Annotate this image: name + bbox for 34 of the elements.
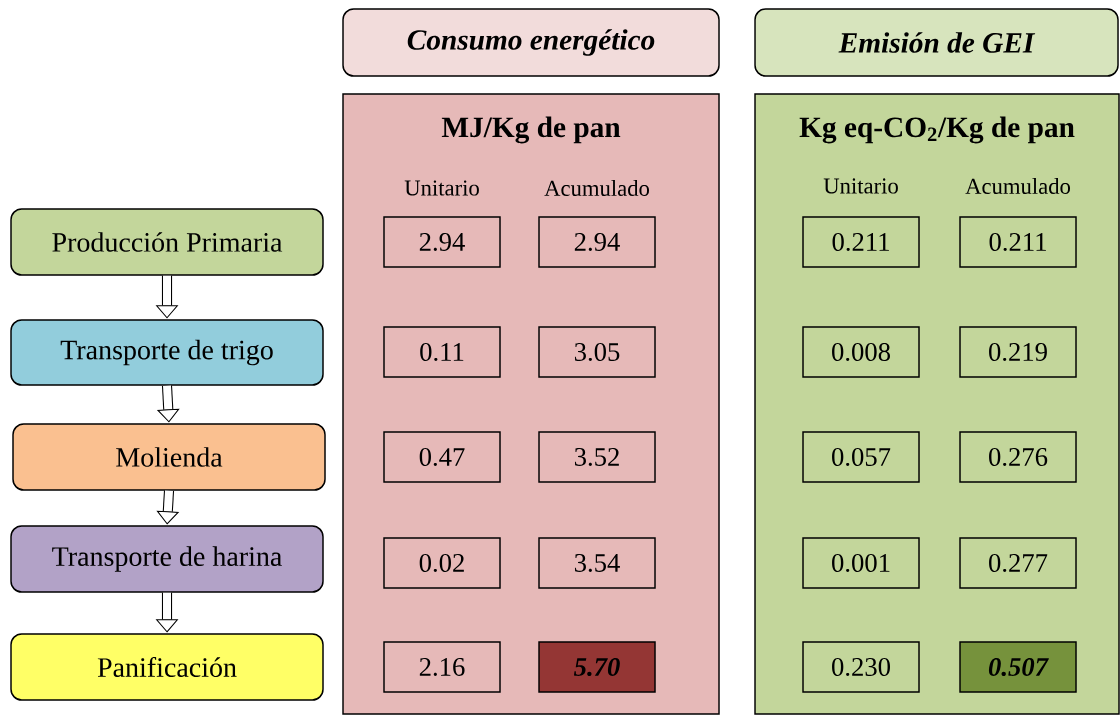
value-box: 2.94	[538, 216, 656, 268]
process-box: Transporte de trigo	[10, 319, 324, 386]
value-box: 3.52	[538, 431, 656, 483]
value-box: 2.16	[383, 641, 501, 693]
value-box: 0.211	[802, 216, 920, 268]
process-box: Transporte de harina	[10, 525, 324, 593]
value-box: 0.11	[383, 326, 501, 378]
column-label: Unitario	[404, 180, 479, 196]
value-box: 5.70	[538, 641, 656, 693]
value-box: 0.008	[802, 326, 920, 378]
value-box: 0.219	[959, 326, 1077, 378]
process-box: Producción Primaria	[10, 208, 324, 276]
value-box: 0.057	[802, 431, 920, 483]
value-box: 0.02	[383, 537, 501, 589]
value-box: 0.47	[383, 431, 501, 483]
value-box: 3.54	[538, 537, 656, 589]
value-box: 0.230	[802, 641, 920, 693]
arrow	[156, 490, 180, 525]
panel-title: Kg eq-CO$_{2}$/Kg de pan	[799, 116, 1075, 144]
value-box: 2.94	[383, 216, 501, 268]
panel-title: MJ/Kg de pan	[441, 116, 621, 144]
header-box: Consumo energético	[342, 8, 720, 77]
value-box: 0.507	[959, 641, 1077, 693]
value-box: 0.276	[959, 431, 1077, 483]
value-box: 3.05	[538, 326, 656, 378]
column-label: Acumulado	[544, 180, 650, 196]
column-label: Acumulado	[965, 178, 1071, 194]
process-box: Molienda	[12, 423, 326, 491]
column-label: Unitario	[823, 178, 898, 194]
value-box: 0.211	[959, 216, 1077, 268]
value-box: 0.277	[959, 537, 1077, 589]
header-box: Emisión de GEI	[754, 8, 1119, 77]
process-box: Panificación	[10, 633, 324, 701]
value-box: 0.001	[802, 537, 920, 589]
